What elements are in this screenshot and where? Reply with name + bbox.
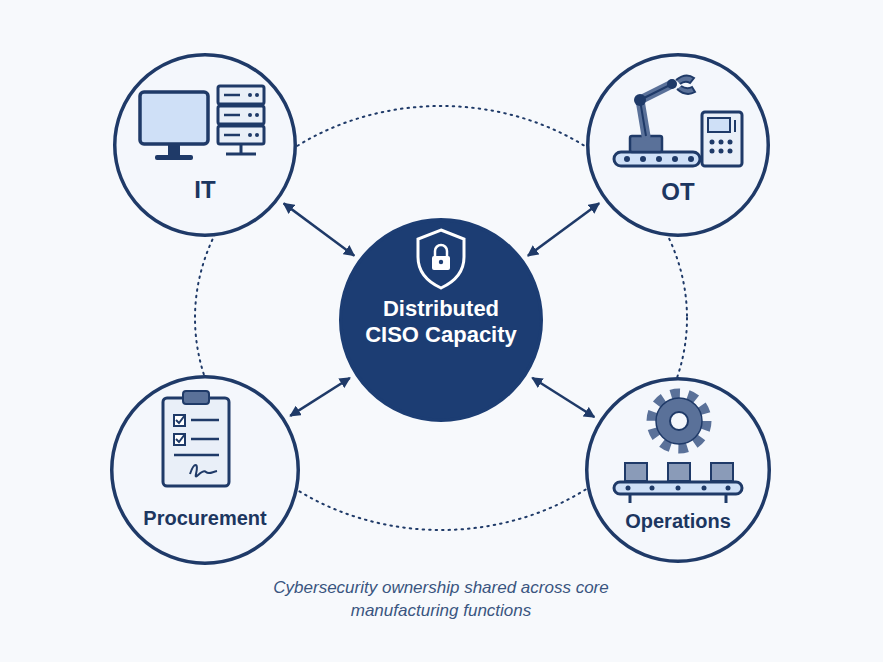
circle-outline — [110, 375, 300, 565]
caption-text: Cybersecurity ownership shared across co… — [251, 576, 631, 622]
circle-outline — [113, 53, 297, 237]
function-label: Operations — [593, 509, 763, 533]
circle-shape — [341, 220, 542, 421]
circle-outline — [585, 377, 771, 563]
function-circle: OT — [586, 53, 770, 237]
bidirectional-arrow — [528, 203, 599, 256]
function-circle: Procurement — [110, 375, 300, 565]
bidirectional-arrow — [284, 203, 355, 255]
circle-shape — [588, 55, 769, 236]
control-panel-icon — [702, 112, 742, 166]
hub-label: Distributed CISO Capacity — [356, 296, 526, 349]
function-circle: Operations — [585, 377, 771, 563]
server-icon — [218, 86, 264, 154]
computer-icon — [140, 92, 208, 160]
circle-shape — [587, 379, 770, 562]
hub-circle: Distributed CISO Capacity — [339, 218, 543, 422]
function-label: IT — [130, 176, 280, 205]
bidirectional-arrow — [290, 378, 350, 416]
circle-shape — [115, 55, 296, 236]
gear-conveyor-icon — [614, 394, 742, 503]
bidirectional-arrow — [532, 378, 594, 417]
function-label: OT — [603, 178, 753, 207]
shield-lock-icon — [418, 230, 464, 288]
function-label: Procurement — [120, 506, 290, 530]
function-circle: IT — [113, 53, 297, 237]
circle-outline — [586, 53, 770, 237]
robot-arm-icon — [614, 75, 700, 166]
circle-shape — [112, 377, 299, 564]
clipboard-icon — [163, 391, 229, 486]
